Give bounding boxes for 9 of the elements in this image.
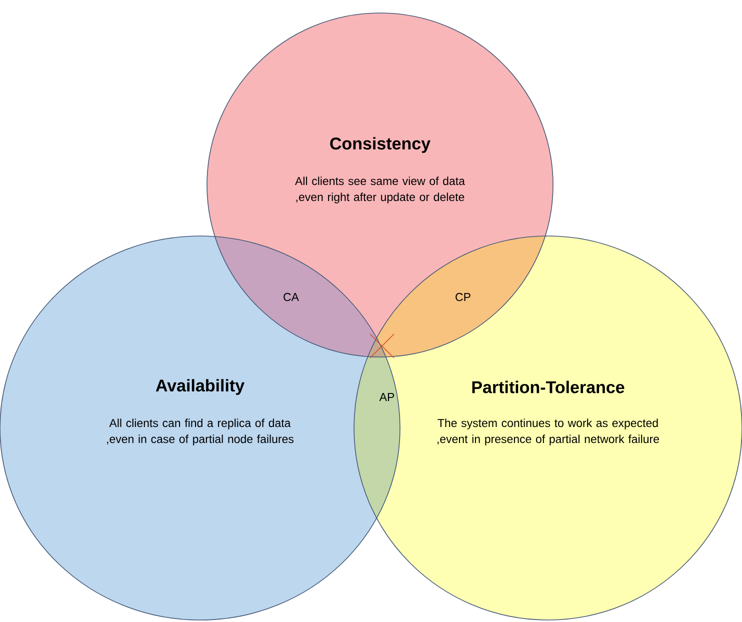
circle-heading: Partition-Tolerance [472,380,624,394]
circle-heading: Availability [156,379,244,395]
region-label: CP [456,292,470,302]
circle-description: All clients can find a replica of data ,even in case of partial node failures [107,418,294,446]
region-label: AP [379,393,394,401]
circle-heading: Consistency [330,137,430,153]
circle-description: All clients see same view of data ,even right after update or delete [295,176,465,204]
region-label: CA [284,292,299,302]
circle-description: The system continues to work as expected ,event in presence of partial network failure [438,418,659,446]
